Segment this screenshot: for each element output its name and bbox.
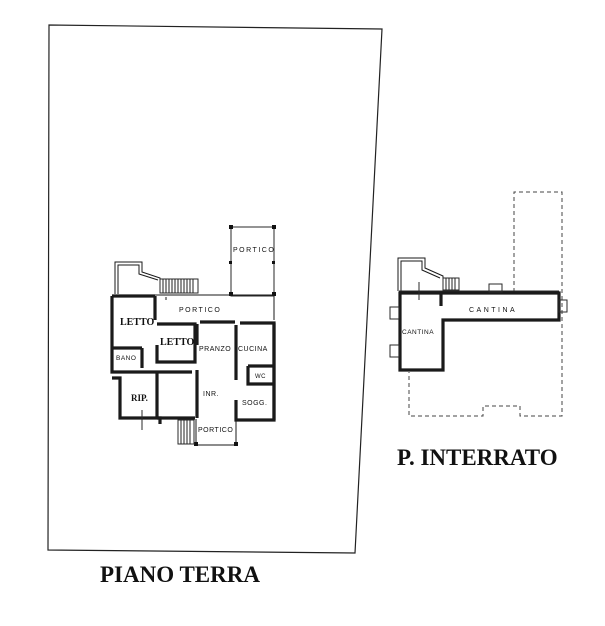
room-label-bano: BANO — [116, 355, 136, 362]
room-label-pranzo: PRANZO — [199, 346, 231, 353]
room-label-portico-main: PORTICO — [179, 307, 221, 314]
basement-plan — [389, 191, 568, 417]
room-label-portico-bottom: PORTICO — [198, 427, 233, 434]
room-label-rip: RIP. — [131, 393, 148, 403]
room-label-letto-2: LETTO — [160, 337, 194, 348]
room-label-letto-1: LETTO — [120, 317, 154, 328]
room-label-wc: WC — [255, 374, 266, 380]
room-label-sogg: SOGG. — [242, 400, 267, 407]
room-label-portico-top: PORTICO — [233, 247, 275, 254]
stairs-icon — [177, 419, 195, 445]
basement-title: P. INTERRATO — [397, 445, 558, 470]
ground-floor-plan — [110, 225, 276, 446]
plot-boundary — [47, 24, 383, 554]
ground-floor-title: PIANO TERRA — [100, 562, 260, 587]
room-label-cucina: CUCINA — [238, 346, 268, 353]
room-label-cantina-main: CANTINA — [469, 307, 517, 314]
room-label-ingresso: INR. — [203, 391, 219, 398]
stairs-icon — [442, 277, 460, 291]
room-label-cantina-left: CANTINA — [402, 329, 434, 336]
stairs-icon — [159, 278, 199, 294]
